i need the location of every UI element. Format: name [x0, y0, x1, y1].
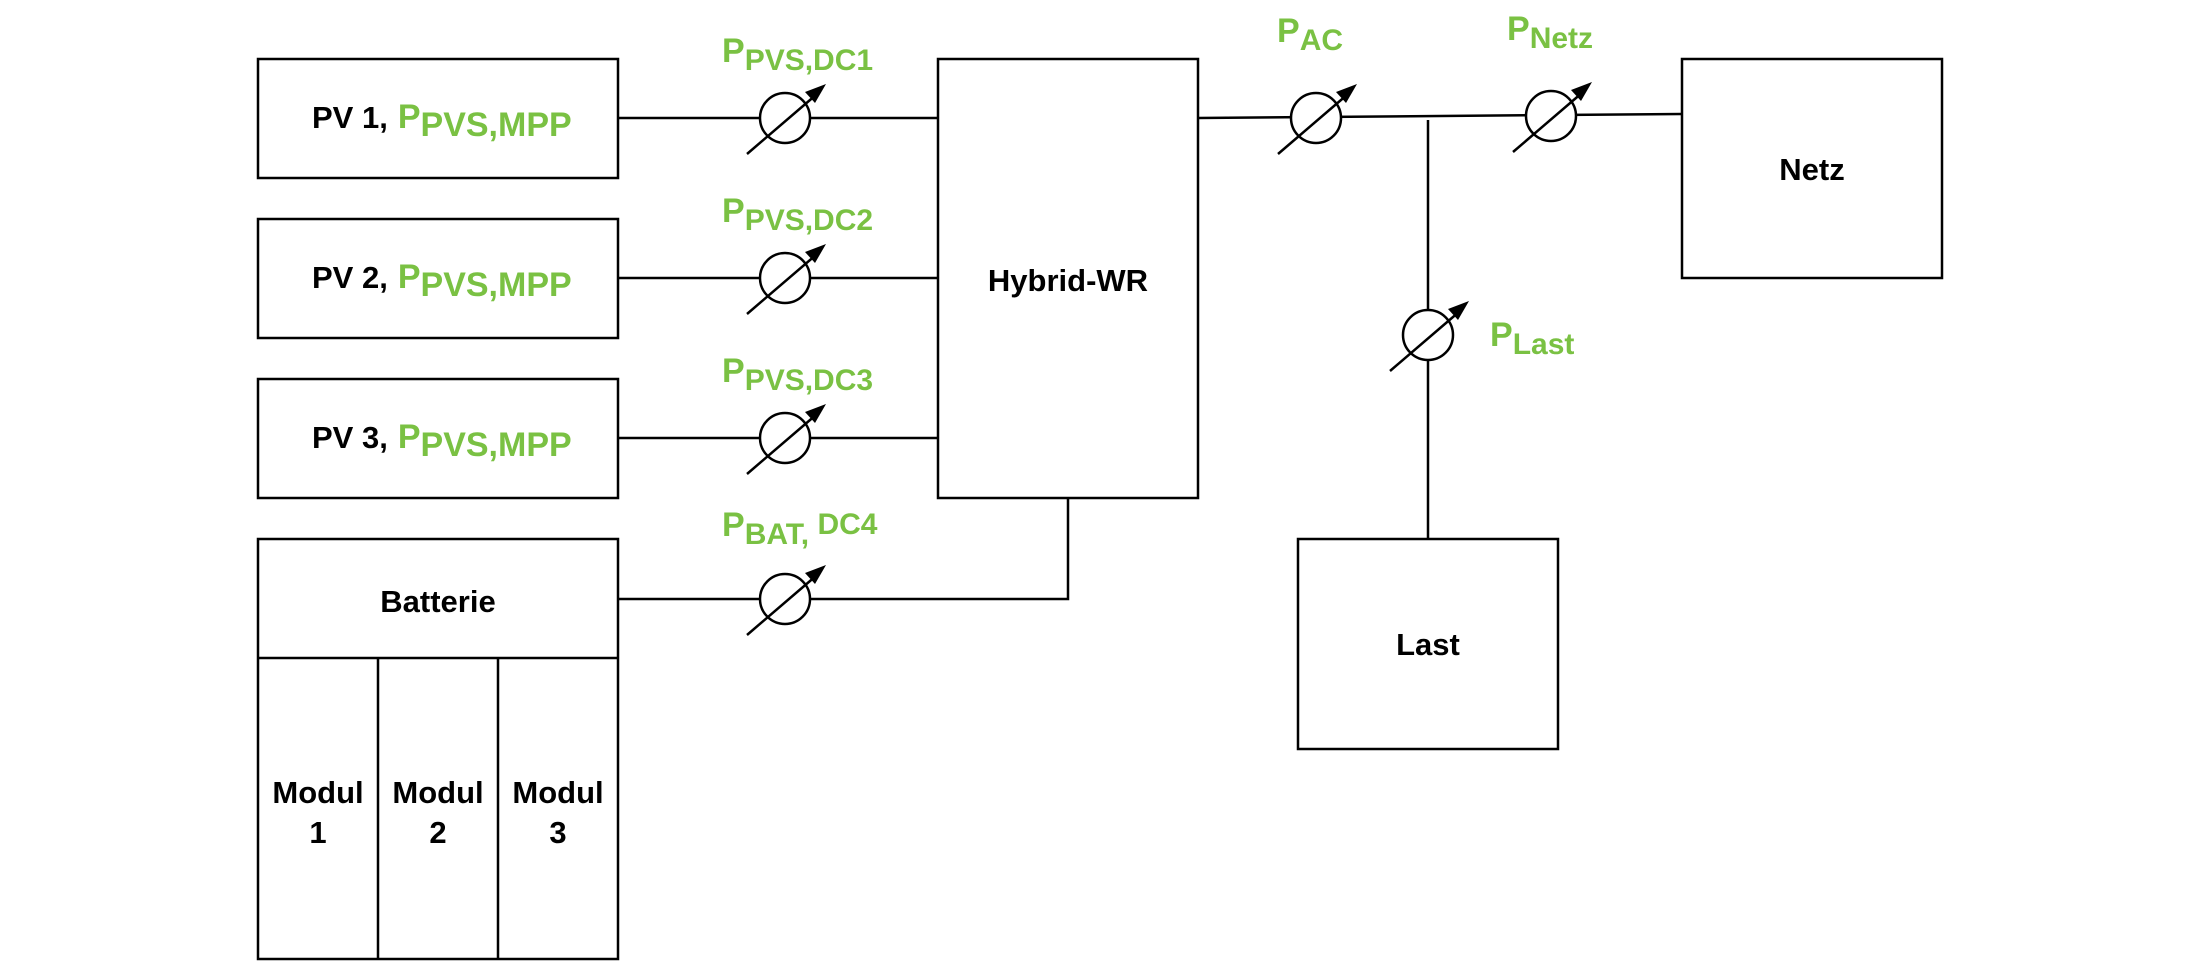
meter-load-label: PLast [1490, 316, 1574, 361]
grid-box[interactable] [1680, 57, 1944, 280]
pv2-box[interactable] [256, 217, 620, 340]
pv1-label: PV 1,PPVS,MPP [312, 98, 572, 144]
inverter-label: Hybrid-WR [988, 263, 1148, 298]
pv1-block[interactable]: PV 1,PPVS,MPP [256, 57, 620, 180]
meter-ac[interactable]: PAC [1276, 12, 1359, 156]
meter-dc1-label: PPVS,DC1 [722, 32, 873, 77]
meter-dc2-label: PPVS,DC2 [722, 192, 873, 237]
pv1-mpp-subscript: PVS,MPP [421, 106, 572, 144]
pv2-mpp-subscript: PVS,MPP [421, 266, 572, 304]
module-3-label: Modul [512, 775, 603, 810]
module-2-label: Modul [392, 775, 483, 810]
meter-battery[interactable]: PBAT, DC4 [722, 506, 878, 637]
load-block[interactable]: Last [1296, 537, 1560, 751]
battery-module-3[interactable]: Modul 3 [512, 775, 603, 850]
pv1-box[interactable] [256, 57, 620, 180]
inverter-box[interactable] [936, 57, 1200, 500]
pv3-mpp-subscript: PVS,MPP [421, 426, 572, 464]
pv3-block[interactable]: PV 3,PPVS,MPP [256, 377, 620, 500]
pv3-box[interactable] [256, 377, 620, 500]
pv3-mpp-symbol: P [398, 418, 421, 456]
meter-dc3-label: PPVS,DC3 [722, 352, 873, 397]
module-2-number: 2 [429, 815, 446, 850]
module-3-number: 3 [549, 815, 566, 850]
meter-grid[interactable]: PNetz [1507, 10, 1594, 154]
meter-ac-label: PAC [1277, 12, 1343, 57]
meter-load[interactable]: PLast [1388, 299, 1574, 373]
module-1-number: 1 [309, 815, 326, 850]
module-1-label: Modul [272, 775, 363, 810]
power-meter-icon [1388, 299, 1471, 373]
meter-dc1[interactable]: PPVS,DC1 [722, 32, 873, 156]
power-meter-icon [1276, 82, 1359, 156]
pv3-label: PV 3,PPVS,MPP [312, 418, 572, 464]
meter-grid-label: PNetz [1507, 10, 1593, 55]
pv2-block[interactable]: PV 2,PPVS,MPP [256, 217, 620, 340]
load-label: Last [1396, 627, 1460, 662]
battery-module-1[interactable]: Modul 1 [272, 775, 363, 850]
grid-label: Netz [1779, 152, 1844, 187]
wire-inverter-grid [1197, 112, 1683, 120]
battery-block[interactable]: Batterie Modul 1 Modul 2 Modul 3 [256, 537, 620, 961]
meter-battery-label: PBAT, DC4 [722, 506, 878, 551]
battery-box[interactable] [256, 537, 620, 961]
inverter-block[interactable]: Hybrid-WR [936, 57, 1200, 500]
power-meter-icon [1511, 80, 1594, 154]
pv1-mpp-symbol: P [398, 98, 421, 136]
battery-module-2[interactable]: Modul 2 [392, 775, 483, 850]
meter-dc3[interactable]: PPVS,DC3 [722, 352, 873, 476]
grid-block[interactable]: Netz [1680, 57, 1944, 280]
load-box[interactable] [1296, 537, 1560, 751]
pv2-mpp-symbol: P [398, 258, 421, 296]
pv2-label: PV 2,PPVS,MPP [312, 258, 572, 304]
battery-label: Batterie [380, 584, 495, 619]
meter-dc2[interactable]: PPVS,DC2 [722, 192, 873, 316]
